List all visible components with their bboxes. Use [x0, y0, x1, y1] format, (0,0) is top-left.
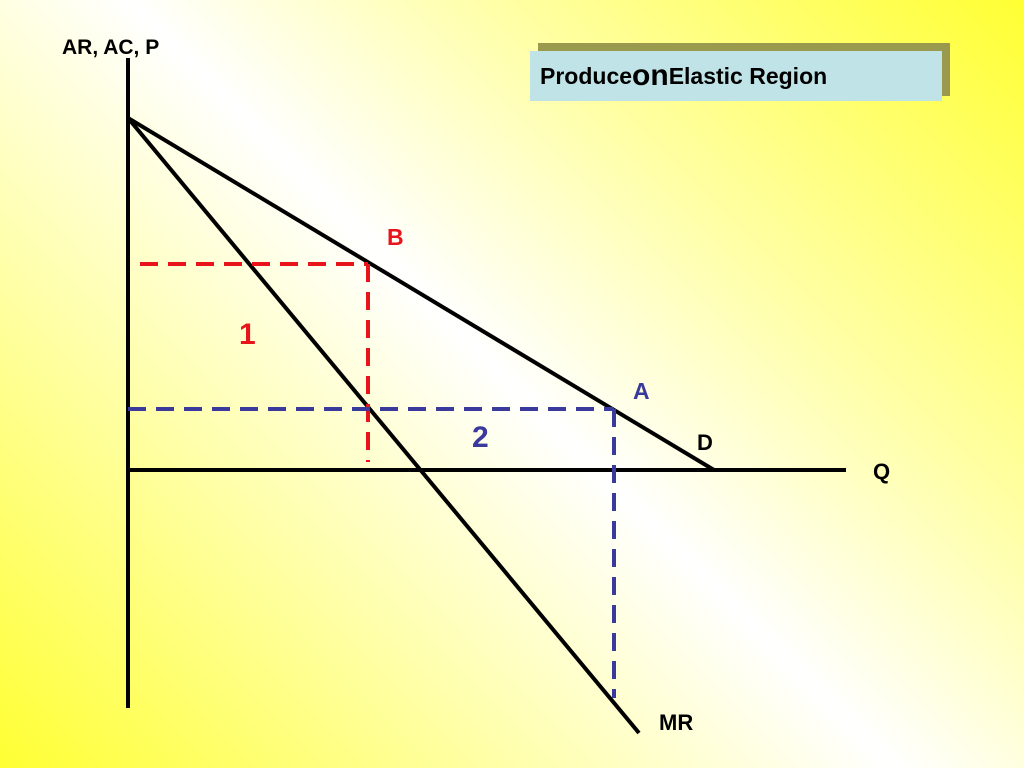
area-1-label: 1 — [239, 318, 256, 351]
y-axis-label: AR, AC, P — [62, 36, 160, 59]
point-a-label: A — [633, 378, 650, 404]
point-b-label: B — [387, 224, 404, 250]
title-part-elastic-region: Elastic Region — [668, 62, 828, 89]
marginal-revenue-label: MR — [659, 710, 694, 735]
demand-line — [126, 116, 716, 472]
marginal-revenue-line — [126, 116, 641, 735]
x-axis-label: Q — [873, 459, 891, 484]
demand-label: D — [697, 430, 713, 455]
title-part-produce: Produce — [540, 62, 633, 89]
title-part-on: on — [632, 59, 669, 92]
title-box: Produce on Elastic Region — [530, 51, 942, 101]
area-2-label: 2 — [472, 421, 489, 454]
